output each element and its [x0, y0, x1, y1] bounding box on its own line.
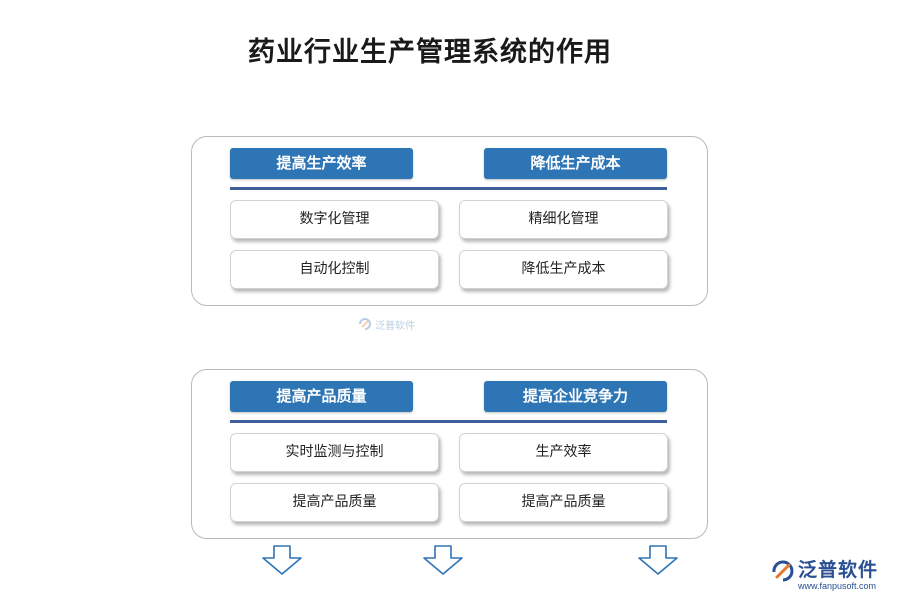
- benefit-panel-2: 提高产品质量 提高企业竞争力 实时监测与控制 生产效率 提高产品质量 提高产品质…: [191, 369, 708, 539]
- panel-header-right: 提高企业竞争力: [484, 381, 667, 412]
- down-arrow-icon: [262, 545, 302, 575]
- benefit-item: 提高产品质量: [459, 483, 668, 522]
- brand-name: 泛普软件: [798, 559, 879, 581]
- benefit-item: 提高产品质量: [230, 483, 439, 522]
- benefit-item: 生产效率: [459, 433, 668, 472]
- benefit-item: 实时监测与控制: [230, 433, 439, 472]
- brand-logo-icon: [772, 560, 794, 582]
- panel-header-right: 降低生产成本: [484, 148, 667, 179]
- benefit-item: 自动化控制: [230, 250, 439, 289]
- page-title: 药业行业生产管理系统的作用: [248, 37, 612, 68]
- watermark-logo-icon: [359, 318, 371, 330]
- watermark: 泛普软件: [358, 316, 415, 332]
- benefit-item: 降低生产成本: [459, 250, 668, 289]
- divider-line: [230, 420, 667, 423]
- brand-logo: 泛普软件 www.fanpusoft.com: [770, 555, 895, 597]
- down-arrow-icon: [638, 545, 678, 575]
- brand-url: www.fanpusoft.com: [798, 581, 877, 591]
- panel-header-left: 提高产品质量: [230, 381, 413, 412]
- down-arrow-icon: [423, 545, 463, 575]
- benefit-item: 精细化管理: [459, 200, 668, 239]
- divider-line: [230, 187, 667, 190]
- panel-header-left: 提高生产效率: [230, 148, 413, 179]
- benefit-item: 数字化管理: [230, 200, 439, 239]
- watermark-text: 泛普软件: [375, 320, 415, 332]
- benefit-panel-1: 提高生产效率 降低生产成本 数字化管理 精细化管理 自动化控制 降低生产成本: [191, 136, 708, 306]
